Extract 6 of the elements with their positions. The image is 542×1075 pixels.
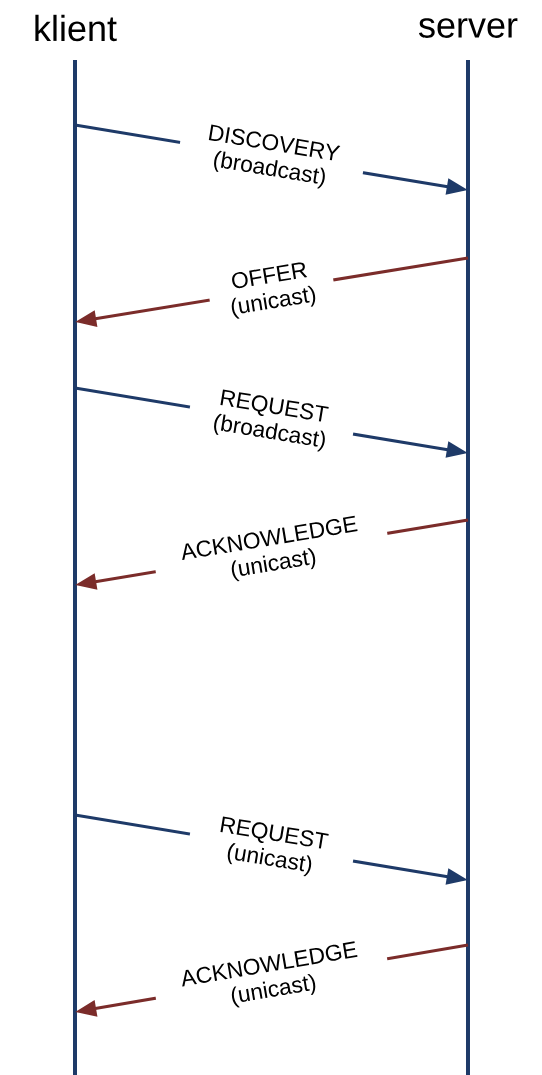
- edge-label: REQUEST (unicast): [185, 808, 358, 887]
- edge-label: REQUEST (broadcast): [185, 381, 358, 460]
- participant-label: klient: [35, 14, 117, 42]
- participant-label: server: [419, 18, 518, 38]
- edge-label: DISCOVERY (broadcast): [175, 117, 368, 198]
- edge-label: OFFER (unicast): [205, 254, 338, 326]
